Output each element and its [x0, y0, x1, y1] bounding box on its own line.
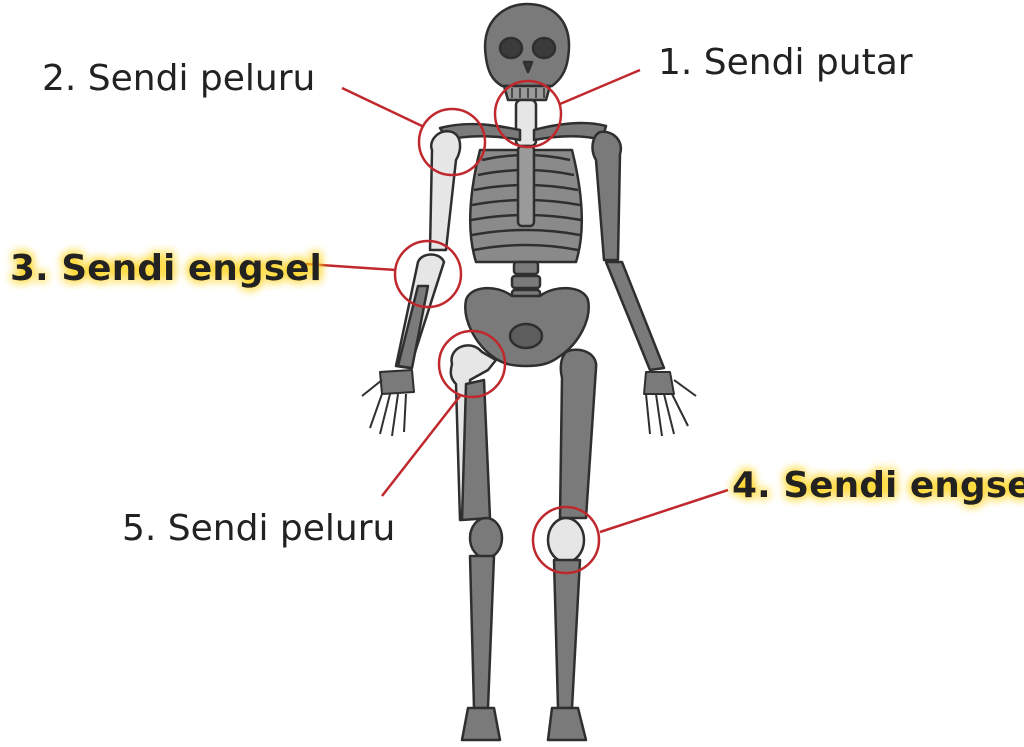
right-knee: [546, 516, 586, 564]
marker-shoulder-ball-joint: [417, 107, 487, 177]
label-hip-ball-joint: 5. Sendi peluru: [122, 508, 395, 549]
right-tibia: [552, 558, 582, 710]
marker-pivot-joint: [493, 79, 563, 149]
label-shoulder-ball-joint: 2. Sendi peluru: [42, 58, 315, 99]
right-humerus: [591, 130, 623, 262]
left-foot: [460, 706, 502, 742]
leader-knee-hinge-joint: [599, 488, 729, 534]
right-femur: [558, 348, 598, 520]
leader-pivot-joint: [559, 68, 641, 106]
left-hand: [361, 369, 415, 437]
leader-elbow-hinge-joint: [305, 262, 397, 272]
skull: [483, 2, 571, 102]
left-clavicle: [438, 122, 522, 142]
right-forearm: [604, 260, 666, 372]
skeleton-figure: [361, 2, 697, 742]
left-knee: [468, 516, 504, 560]
marker-elbow-hinge-joint: [393, 239, 463, 309]
leader-shoulder-ball-joint: [341, 86, 423, 128]
right-hand: [643, 371, 697, 437]
rib-cage: [469, 144, 583, 264]
label-pivot-joint: 1. Sendi putar: [658, 42, 913, 83]
left-humerus: [428, 129, 462, 252]
label-elbow-hinge-joint: 3. Sendi engsel: [10, 248, 322, 289]
joint-markers: [305, 68, 729, 575]
left-tibia: [468, 554, 496, 710]
marker-hip-ball-joint: [437, 329, 507, 399]
left-femur-shaft: [460, 378, 492, 522]
label-knee-hinge-joint: 4. Sendi engsel: [732, 465, 1024, 506]
leader-hip-ball-joint: [381, 395, 461, 497]
marker-knee-hinge-joint: [531, 505, 601, 575]
right-foot: [546, 706, 588, 742]
